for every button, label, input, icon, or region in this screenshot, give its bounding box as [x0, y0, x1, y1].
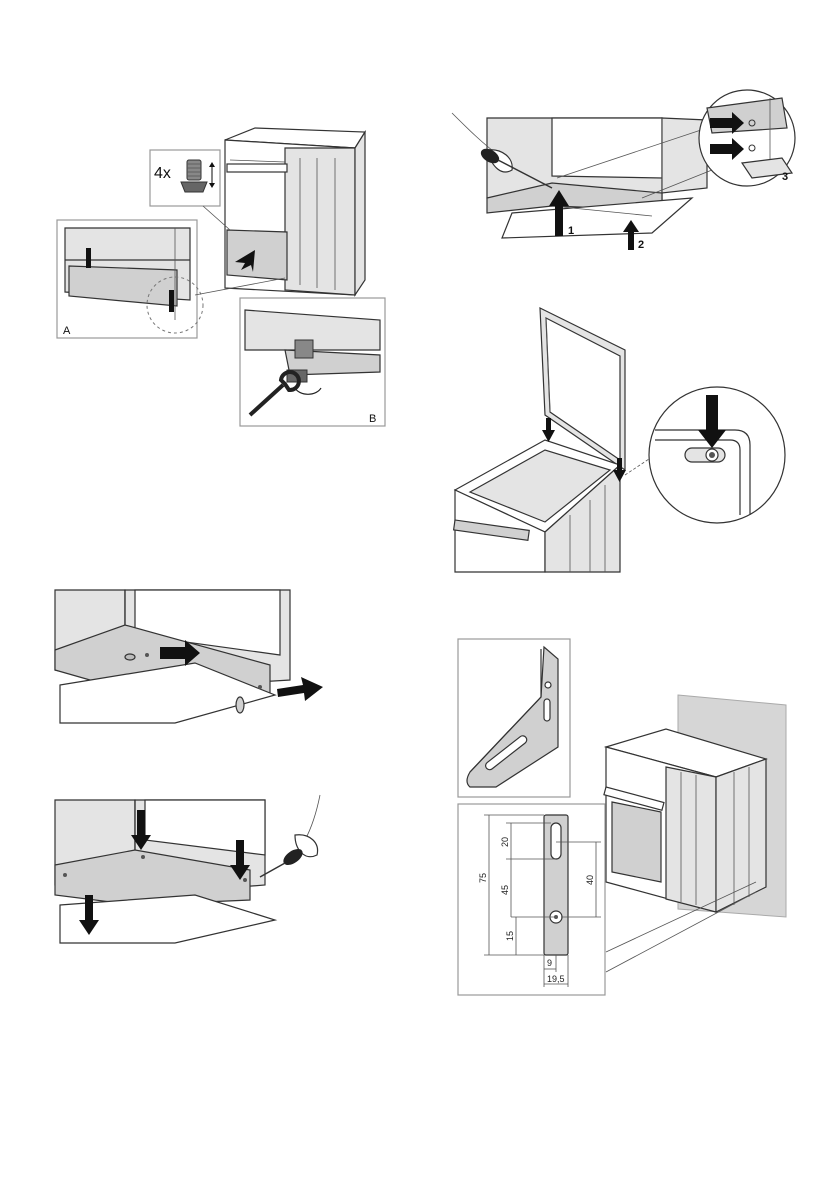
figure-fix-plinth: 1 2 3 [452, 88, 802, 258]
callout-3-label: 3 [782, 171, 788, 183]
inset-b-label: B [369, 413, 376, 425]
arrow-down-left [542, 418, 555, 442]
bracket-perspective-inset [458, 639, 570, 797]
figure-slide-plinth-svg [55, 585, 340, 723]
figure-mount-lid-svg [450, 300, 805, 572]
bracket-dimension-inset: 75 20 45 15 40 9 19,5 [458, 804, 605, 995]
arrow-1-label: 1 [568, 225, 574, 237]
dim-height-total: 75 [478, 873, 488, 883]
lid-hinge-callout [649, 387, 785, 523]
dim-hole-from-bottom: 15 [505, 931, 515, 941]
figure-adjust-feet: 4x A [55, 120, 390, 430]
dim-slot-to-hole: 45 [500, 885, 510, 895]
quantity-label: 4x [154, 165, 171, 182]
figure-secure-plinth [55, 795, 345, 945]
cooker-illustration [225, 128, 365, 295]
inset-b: B [240, 298, 385, 426]
cooker-base-illustration [487, 118, 707, 238]
figure-anti-tilt-bracket: 75 20 45 15 40 9 19,5 [456, 637, 810, 997]
figure-fix-plinth-svg: 1 2 3 [452, 88, 802, 258]
cooker-against-wall-illustration [604, 729, 766, 912]
dim-width: 19,5 [547, 974, 565, 984]
cooker-top-illustration [454, 440, 620, 572]
dim-slot-to-hole-right: 40 [585, 875, 595, 885]
dim-hole-offset: 9 [547, 958, 552, 968]
inset-a: A [57, 220, 203, 338]
figure-secure-plinth-svg [55, 795, 345, 945]
hand-screwdriver-illustration [260, 795, 320, 877]
figure-adjust-feet-svg: 4x A [55, 120, 390, 430]
figure-anti-tilt-bracket-svg: 75 20 45 15 40 9 19,5 [456, 637, 810, 997]
dim-slot-length: 20 [500, 837, 510, 847]
figure-mount-lid [450, 300, 805, 572]
inset-a-label: A [63, 325, 71, 337]
arrow-2-label: 2 [638, 239, 644, 251]
foot-callout: 4x [150, 150, 220, 206]
figure-slide-plinth [55, 585, 340, 723]
screw-detail-callout: 3 [699, 90, 795, 186]
